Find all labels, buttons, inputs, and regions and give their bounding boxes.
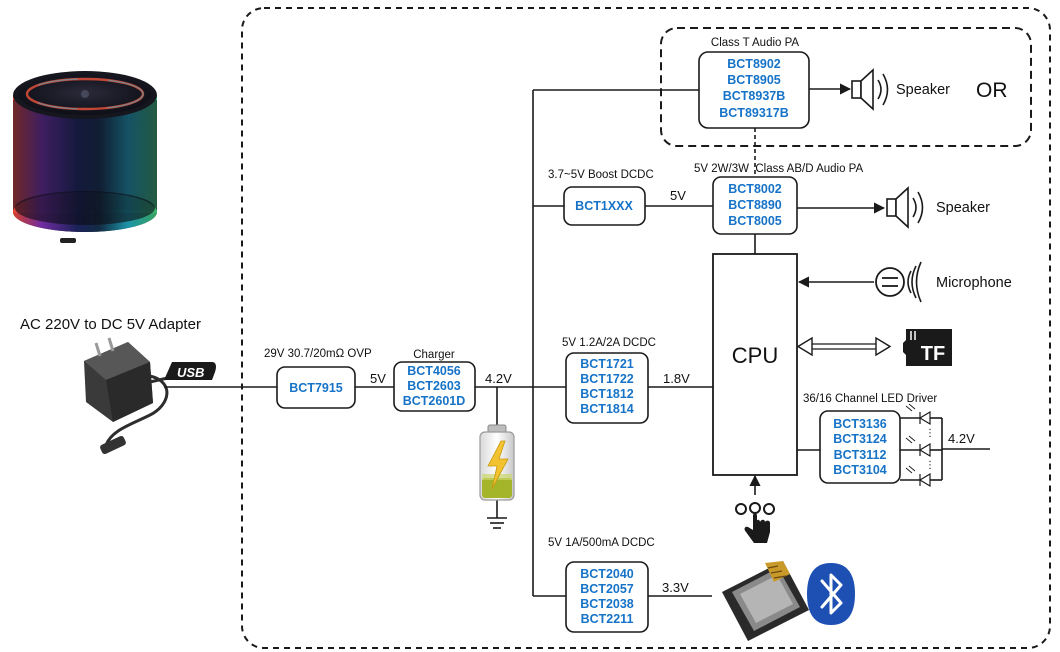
class-abd-box [712, 176, 798, 235]
svg-text:⋮: ⋮ [925, 460, 935, 471]
charger-box [393, 361, 476, 412]
battery-icon [479, 424, 515, 501]
ovp-block: 29V 30.7/20mΩ OVP BCT7915 [264, 348, 372, 409]
ovp-part-1: BCT7915 [289, 381, 343, 395]
led-part-3: BCT3112 [834, 448, 887, 462]
boost-output-label: 5V [670, 188, 686, 203]
dcdc-core-part-1: BCT1721 [580, 357, 634, 371]
dcdc-bt-part-1: BCT2040 [580, 567, 634, 581]
dcdc-core-block: 5V 1.2A/2A DCDC BCT1721 BCT1722 BCT1812 … [562, 337, 656, 424]
class-abd-part-1: BCT8002 [728, 182, 782, 196]
bluetooth-icon [807, 563, 855, 625]
dcdc-core-part-3: BCT1812 [580, 387, 634, 401]
usb-connector: USB [164, 362, 216, 380]
touch-button-icon [735, 502, 775, 543]
usb-label: USB [177, 365, 204, 380]
charger-part-2: BCT2603 [407, 379, 461, 393]
class-t-part-1: BCT8902 [727, 57, 781, 71]
led-supply-label: 4.2V [948, 431, 975, 446]
class-abd-speaker-label: Speaker [936, 200, 990, 216]
charger-title: Charger [413, 349, 455, 361]
microphone-label: Microphone [936, 275, 1012, 291]
wall-adapter-icon [84, 337, 173, 455]
led-box [819, 410, 901, 484]
class-t-part-2: BCT8905 [727, 73, 781, 87]
adapter-label: AC 220V to DC 5V Adapter [20, 316, 201, 333]
ovp-box [276, 366, 356, 409]
class-t-box [698, 51, 810, 129]
dcdc-core-part-2: BCT1722 [580, 372, 634, 386]
class-t-part-3: BCT8937B [723, 89, 786, 103]
system-boundary [241, 7, 1051, 649]
bluetooth-speaker-icon [13, 71, 157, 243]
cpu-block: CPU [712, 253, 798, 476]
charger-block: Charger BCT4056 BCT2603 BCT2601D [393, 349, 476, 412]
dcdc-bt-part-2: BCT2057 [580, 582, 634, 596]
svg-text:⋮: ⋮ [925, 428, 935, 439]
bluetooth-module-icon [722, 561, 809, 641]
class-t-block: Class T Audio PA BCT8902 BCT8905 BCT8937… [698, 37, 810, 129]
dcdc-core-box [565, 352, 649, 424]
boost-block: 3.7~5V Boost DCDC BCT1XXX [548, 169, 654, 226]
charger-part-1: BCT4056 [407, 364, 461, 378]
dcdc-bt-title: 5V 1A/500mA DCDC [548, 537, 655, 549]
ovp-title: 29V 30.7/20mΩ OVP [264, 348, 372, 360]
class-abd-block: 5V 2W/3W Class AB/D Audio PA BCT8002 BCT… [694, 163, 863, 235]
tf-double-arrow [796, 336, 892, 357]
led-part-4: BCT3104 [833, 463, 887, 477]
dcdc-core-title: 5V 1.2A/2A DCDC [562, 337, 656, 349]
dcdc-core-part-4: BCT1814 [580, 402, 634, 416]
charger-output-label: 4.2V [485, 371, 512, 386]
led-string-icon: ⋮ ⋮ [900, 403, 990, 488]
led-title: 36/16 Channel LED Driver [803, 393, 937, 405]
tf-card-icon: TF [903, 329, 952, 366]
boost-title: 3.7~5V Boost DCDC [548, 169, 654, 181]
speaker-icon [886, 186, 924, 229]
cpu-box [712, 253, 798, 476]
ground-symbol [487, 517, 507, 529]
dcdc-bt-block: 5V 1A/500mA DCDC BCT2040 BCT2057 BCT2038… [548, 537, 655, 633]
class-abd-part-2: BCT8890 [728, 198, 782, 212]
dcdc-bt-part-3: BCT2038 [580, 597, 634, 611]
class-t-title: Class T Audio PA [711, 37, 800, 49]
class-t-option-boundary [660, 27, 1032, 147]
dcdc-core-output-label: 1.8V [663, 371, 690, 386]
cpu-label: CPU [732, 343, 778, 368]
class-abd-part-3: BCT8005 [728, 214, 782, 228]
dcdc-bt-box [565, 561, 649, 633]
microphone-icon [875, 261, 922, 303]
class-abd-title: 5V 2W/3W Class AB/D Audio PA [694, 163, 863, 175]
boost-box [563, 186, 646, 226]
led-part-2: BCT3124 [833, 432, 887, 446]
class-t-speaker-label: Speaker [896, 82, 950, 98]
led-driver-block: 36/16 Channel LED Driver BCT3136 BCT3124… [803, 393, 937, 484]
speaker-icon [851, 68, 889, 111]
charger-part-3: BCT2601D [403, 394, 466, 408]
tf-label: TF [921, 343, 945, 365]
dcdc-bt-output-label: 3.3V [662, 580, 689, 595]
dcdc-bt-part-4: BCT2211 [581, 612, 634, 626]
ovp-output-label: 5V [370, 371, 386, 386]
led-part-1: BCT3136 [833, 417, 887, 431]
or-label: OR [976, 79, 1008, 102]
class-t-part-4: BCT89317B [719, 106, 788, 120]
boost-part-1: BCT1XXX [575, 199, 633, 213]
